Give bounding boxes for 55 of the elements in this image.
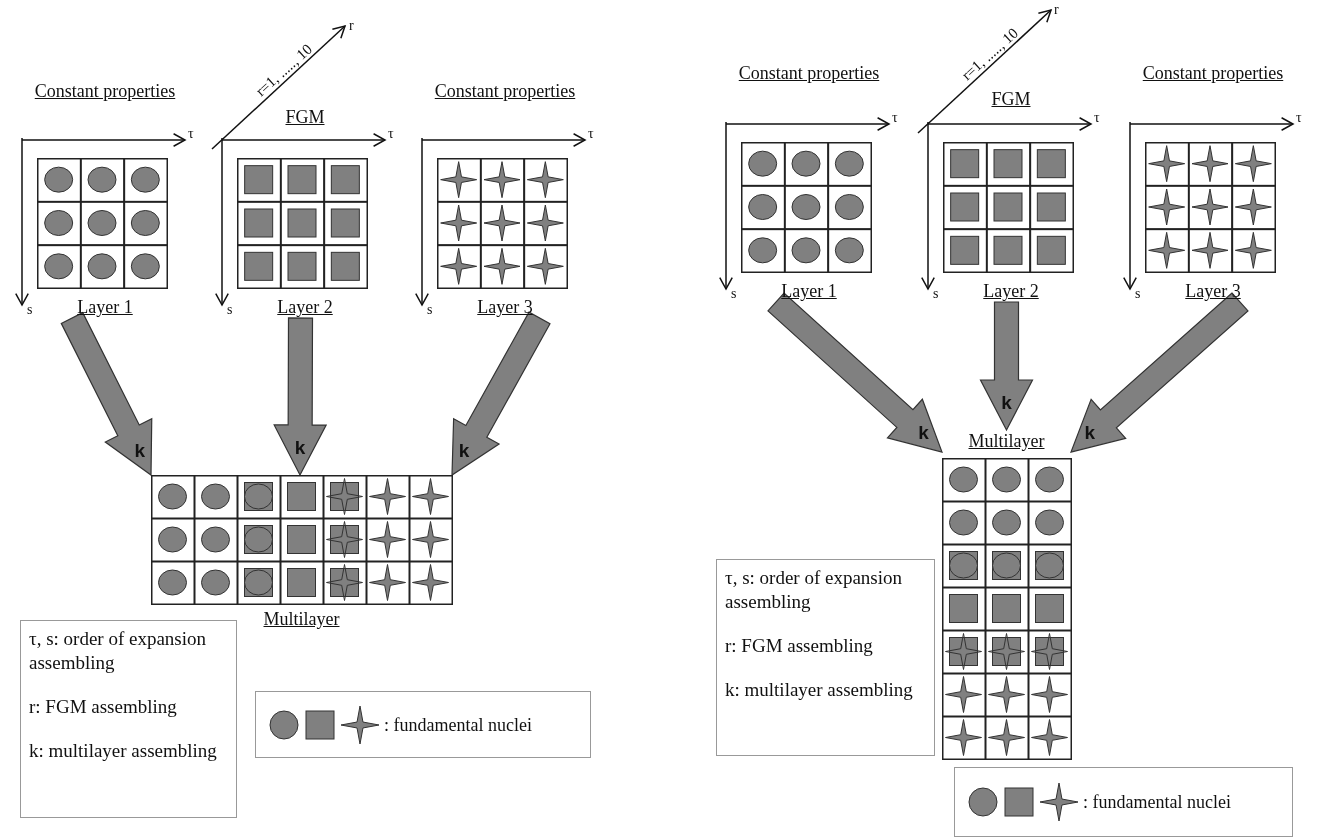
layer-heading: Constant properties (34, 80, 176, 102)
axis-label: τ (892, 110, 898, 126)
key-text: τ, s: order of expansion assembling (725, 566, 903, 614)
axis-label: τ (1094, 110, 1100, 126)
key-text: r: FGM assembling (725, 634, 874, 658)
edge-label: k (1000, 393, 1013, 413)
block-arrow (767, 292, 943, 453)
range-label: r=1, ....., 10 (958, 24, 1022, 84)
range-label: r=1, ....., 10 (252, 40, 316, 100)
block-arrow (273, 317, 328, 477)
layer-heading: Constant properties (434, 80, 576, 102)
legend-box (255, 691, 591, 758)
layer-heading: FGM (991, 88, 1031, 110)
legend-text: : fundamental nuclei (1083, 791, 1231, 813)
key-box (20, 620, 237, 818)
layer-heading: FGM (285, 106, 325, 128)
block-arrow (979, 301, 1034, 432)
layer-label: Layer 3 (477, 296, 533, 318)
multilayer-label: Multilayer (968, 430, 1045, 452)
key-text: r: FGM assembling (29, 695, 178, 719)
key-box (716, 559, 935, 756)
axis-label: s (933, 286, 939, 302)
legend-text: : fundamental nuclei (384, 713, 532, 736)
axis-label: s (731, 286, 737, 302)
axis-label: s (427, 302, 433, 318)
edge-label: k (917, 423, 930, 444)
axis-label: s (27, 302, 33, 318)
layer-label: Layer 2 (983, 280, 1039, 302)
layer-heading: Constant properties (1142, 62, 1284, 84)
edge-label: k (293, 438, 307, 458)
multilayer-label: Multilayer (263, 608, 340, 630)
layer-label: Layer 1 (781, 280, 837, 302)
key-text: τ, s: order of expansion assembling (29, 627, 207, 675)
axis-label: τ (1296, 110, 1302, 126)
axis-label: τ (588, 126, 594, 142)
block-arrow (60, 311, 153, 477)
key-text: k: multilayer assembling (29, 739, 218, 763)
edge-label: k (1083, 423, 1096, 444)
layer-label: Layer 2 (277, 296, 333, 318)
layer-heading: Constant properties (738, 62, 880, 84)
axis-label: s (227, 302, 233, 318)
axis-label: τ (388, 126, 394, 142)
axis-label: s (1135, 286, 1141, 302)
legend-box (954, 767, 1293, 837)
key-text: k: multilayer assembling (725, 678, 914, 702)
block-arrow (1070, 292, 1249, 453)
block-arrow (451, 311, 551, 477)
edge-label: k (133, 440, 147, 461)
layer-label: Layer 3 (1185, 280, 1241, 302)
edge-label: k (457, 441, 471, 462)
layer-label: Layer 1 (77, 296, 133, 318)
multilayer-diagram (151, 475, 452, 632)
axis-label: r (1054, 2, 1059, 18)
axis-label: r (349, 18, 354, 34)
axis-label: τ (188, 126, 194, 142)
